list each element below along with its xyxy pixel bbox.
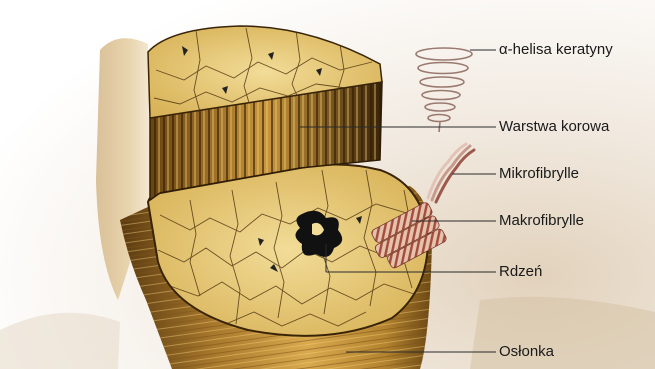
label-macrofibrils: Makrofibrylle — [499, 212, 584, 230]
label-medulla: Rdzeń — [499, 263, 542, 281]
label-microfibrils: Mikrofibrylle — [499, 165, 579, 183]
label-alpha-helix: α-helisa keratyny — [499, 41, 613, 59]
label-cortex: Warstwa korowa — [499, 118, 609, 136]
label-cuticle: Osłonka — [499, 343, 554, 361]
